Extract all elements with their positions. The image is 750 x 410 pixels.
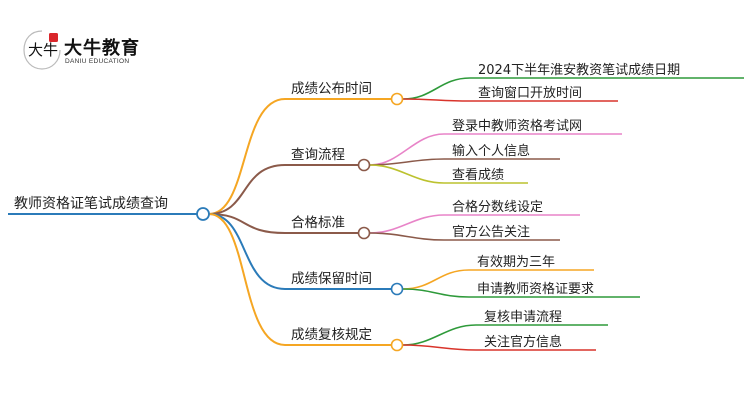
child-connector: [402, 77, 471, 100]
branch-label: 合格标准: [291, 215, 345, 231]
child-connector: [402, 344, 477, 351]
child-label: 官方公告关注: [452, 224, 530, 240]
logo-mark-text: 大牛: [28, 41, 58, 59]
child-connector: [402, 288, 470, 298]
child-label: 有效期为三年: [477, 255, 555, 270]
branch-node-circle: [390, 92, 404, 106]
branch-connector: [208, 213, 286, 290]
child-label: 输入个人信息: [452, 143, 530, 159]
child-connector: [369, 164, 445, 184]
child-connector: [369, 158, 445, 166]
logo-seal-icon: [49, 33, 58, 42]
child-connector: [402, 98, 471, 102]
branch-node-circle: [390, 282, 404, 296]
branch-connector: [208, 213, 286, 346]
branch-label: 成绩公布时间: [291, 81, 372, 97]
branch-connector: [208, 164, 286, 215]
child-label: 复核申请流程: [484, 310, 562, 325]
branch-label: 成绩复核规定: [291, 326, 372, 343]
branch-node-circle: [357, 158, 371, 172]
root-node-circle: [196, 207, 210, 221]
brand-logo: 大牛 大牛教育 DANIU EDUCATION: [22, 28, 162, 72]
branch-label: 查询流程: [291, 147, 345, 163]
child-connector: [369, 214, 445, 234]
branch-connector: [208, 213, 286, 234]
child-label: 登录中教师资格考试网: [452, 118, 582, 134]
child-label: 关注官方信息: [484, 334, 562, 350]
child-connector: [402, 324, 477, 346]
logo-subtitle: DANIU EDUCATION: [65, 58, 130, 65]
branch-node-circle: [357, 226, 371, 240]
branch-label: 成绩保留时间: [291, 271, 372, 287]
root-node-label: 教师资格证笔试成绩查询: [14, 196, 168, 212]
child-connector: [369, 232, 445, 241]
child-label: 申请教师资格证要求: [477, 281, 594, 297]
branch-node-circle: [390, 338, 404, 352]
child-label: 合格分数线设定: [452, 199, 543, 215]
child-connector: [402, 269, 470, 290]
logo-title: 大牛教育: [64, 38, 140, 59]
child-label: 查询窗口开放时间: [478, 85, 582, 101]
daniu-logo-icon: 大牛: [23, 30, 61, 70]
child-connector: [369, 133, 445, 166]
branch-connector: [208, 98, 286, 215]
child-label: 2024下半年淮安教资笔试成绩日期: [478, 62, 680, 78]
child-label: 查看成绩: [452, 167, 504, 183]
